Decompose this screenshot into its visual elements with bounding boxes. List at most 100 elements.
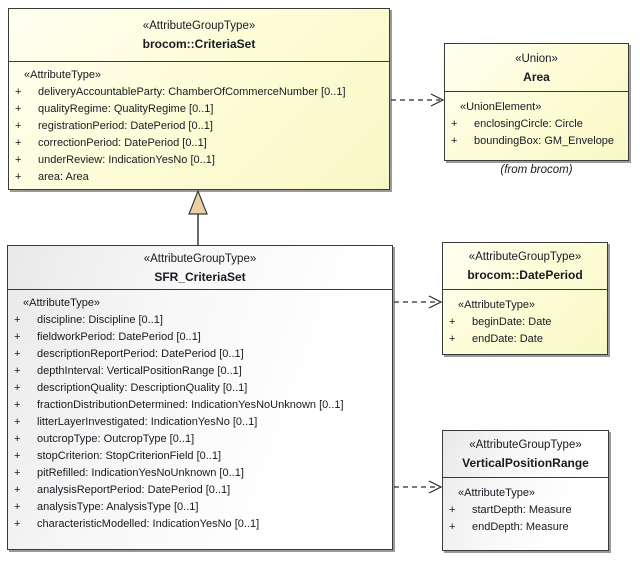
attribute-text: deliveryAccountableParty: ChamberOfComme… [38,86,346,98]
visibility: + [14,382,21,394]
attribute-text: litterLayerInvestigated: IndicationYesNo… [37,416,258,428]
class-brocom-criteriaset[interactable]: «AttributeGroupType» brocom::CriteriaSet… [8,8,390,190]
visibility: + [451,135,458,147]
attribute-row: + litterLayerInvestigated: IndicationYesN… [8,414,392,431]
visibility: + [451,118,458,130]
attribute-text: fieldworkPeriod: DatePeriod [0..1] [37,331,201,343]
attribute-text: depthInterval: VerticalPositionRange [0.… [37,365,242,377]
class-verticalpositionrange[interactable]: «AttributeGroupType» VerticalPositionRan… [442,430,609,551]
attributes-compartment: «AttributeType» +discipline: Discipline … [8,290,392,533]
dependency-arrow-sfr-verticalpositionrange[interactable] [394,480,443,494]
stereotype-label: «AttributeGroupType» [143,252,257,265]
attributes-compartment: «AttributeType» + beginDate: Date + endDat… [443,290,607,348]
class-area[interactable]: «Union» Area «UnionElement» + enclosingCi… [444,43,629,161]
attribute-text: underReview: IndicationYesNo [0..1] [38,154,215,166]
visibility: + [15,154,22,166]
attribute-row: + depthInterval: VerticalPositionRange [0… [8,363,392,380]
stereotype-label: «Union» [515,52,558,65]
attribute-row: +discipline: Discipline [0..1] [8,312,392,329]
attribute-text: startDepth: Measure [472,504,572,516]
attribute-text: discipline: Discipline [0..1] [37,314,163,326]
attribute-row: + descriptionQuality: DescriptionQuality … [8,380,392,397]
visibility: + [14,331,21,343]
attribute-text: analysisReportPeriod: DatePeriod [0..1] [37,484,231,496]
attribute-text: endDepth: Measure [472,521,569,533]
class-name: brocom::CriteriaSet [142,37,256,51]
visibility: + [14,365,21,377]
attribute-row: + descriptionReportPeriod: DatePeriod [0.… [8,346,392,363]
visibility: + [14,484,21,496]
attribute-text: descriptionReportPeriod: DatePeriod [0..… [37,348,244,360]
class-name: SFR_CriteriaSet [154,269,246,284]
class-header: «Union» Area [445,44,628,92]
section-label: «AttributeType» [23,297,101,309]
attribute-row: + registrationPeriod: DatePeriod [0..1] [9,118,389,135]
visibility: + [14,416,21,428]
attribute-text: enclosingCircle: Circle [474,118,583,130]
visibility: + [449,316,456,328]
attribute-row: +qualityRegime: QualityRegime [0..1] [9,101,389,118]
visibility: + [14,433,21,445]
visibility: + [15,86,22,98]
stereotype-label: «AttributeGroupType» [468,251,582,263]
dependency-arrow-sfr-dateperiod[interactable] [394,295,443,309]
attribute-row: + characteristicModelled: IndicationYesNo… [8,516,392,533]
attribute-text: descriptionQuality: DescriptionQuality [… [37,382,248,394]
attribute-text: registrationPeriod: DatePeriod [0..1] [38,120,213,132]
attribute-text: beginDate: Date [472,316,552,328]
attribute-text: endDate: Date [472,333,543,345]
attribute-row: + endDepth: Measure [443,519,608,536]
visibility: + [14,450,21,462]
visibility: + [449,521,456,533]
visibility: + [15,120,22,132]
attribute-text: area: Area [38,171,89,183]
attribute-text: analysisType: AnalysisType [0..1] [37,501,199,513]
attribute-row: + fieldworkPeriod: DatePeriod [0..1] [8,329,392,346]
class-brocom-dateperiod[interactable]: «AttributeGroupType» brocom::DatePeriod … [442,242,608,355]
attribute-row: + beginDate: Date [443,314,607,331]
attribute-row: +pitRefilled: IndicationYesNoUnknown [0.… [8,465,392,482]
attribute-row: +outcropType: OutcropType [0..1] [8,431,392,448]
attribute-row: + endDate: Date [443,331,607,348]
section-label: «AttributeType» [458,487,536,499]
attribute-row: + analysisReportPeriod: DatePeriod [0..1] [8,482,392,499]
attribute-row: + analysisType: AnalysisType [0..1] [8,499,392,516]
visibility: + [14,518,21,530]
attributes-compartment: «AttributeType» + deliveryAccountablePart… [9,62,389,186]
visibility: + [14,501,21,513]
visibility: + [15,171,22,183]
attribute-row: +startDepth: Measure [443,502,608,519]
section-label: «UnionElement» [460,101,542,113]
attribute-row: + underReview: IndicationYesNo [0..1] [9,152,389,169]
attribute-row: + enclosingCircle: Circle [445,116,628,133]
attributes-compartment: «UnionElement» +enclosingCircle: Circle … [445,92,628,150]
visibility: + [449,333,456,345]
class-header: «AttributeGroupType» SFR_CriteriaSet [8,246,392,290]
origin-note: (from brocom) [500,164,573,176]
class-header: «AttributeGroupType» VerticalPositionRan… [443,431,608,478]
section-label: «AttributeType» [458,299,536,311]
attribute-row: + stopCriterion: StopCriterionField [0..1… [8,448,392,465]
section-label: «AttributeType» [24,69,102,81]
dependency-arrow-criteriaset-area[interactable] [391,93,445,107]
visibility: + [15,137,22,149]
attribute-text: stopCriterion: StopCriterionField [0..1] [37,450,222,462]
class-name: VerticalPositionRange [462,456,589,470]
attribute-row: + deliveryAccountableParty: ChamberOfComm… [9,84,389,101]
visibility: + [14,399,21,411]
generalization-arrow-sfr-to-criteriaset[interactable] [188,189,208,245]
visibility: + [14,348,21,360]
class-sfr-criteriaset[interactable]: «AttributeGroupType» SFR_CriteriaSet «At… [7,245,393,550]
attributes-compartment: «AttributeType» +startDepth: Measure + en… [443,478,608,536]
attribute-row: +boundingBox: GM_Envelope [445,133,628,150]
attribute-row: + area: Area [9,169,389,186]
visibility: + [14,467,21,479]
class-name: brocom::DatePeriod [467,268,583,282]
class-header: «AttributeGroupType» brocom::CriteriaSet [9,9,389,62]
stereotype-label: «AttributeGroupType» [142,20,256,32]
attribute-text: qualityRegime: QualityRegime [0..1] [38,103,214,115]
attribute-text: characteristicModelled: IndicationYesNo … [37,518,260,530]
class-header: «AttributeGroupType» brocom::DatePeriod [443,243,607,290]
class-name: Area [523,69,550,84]
